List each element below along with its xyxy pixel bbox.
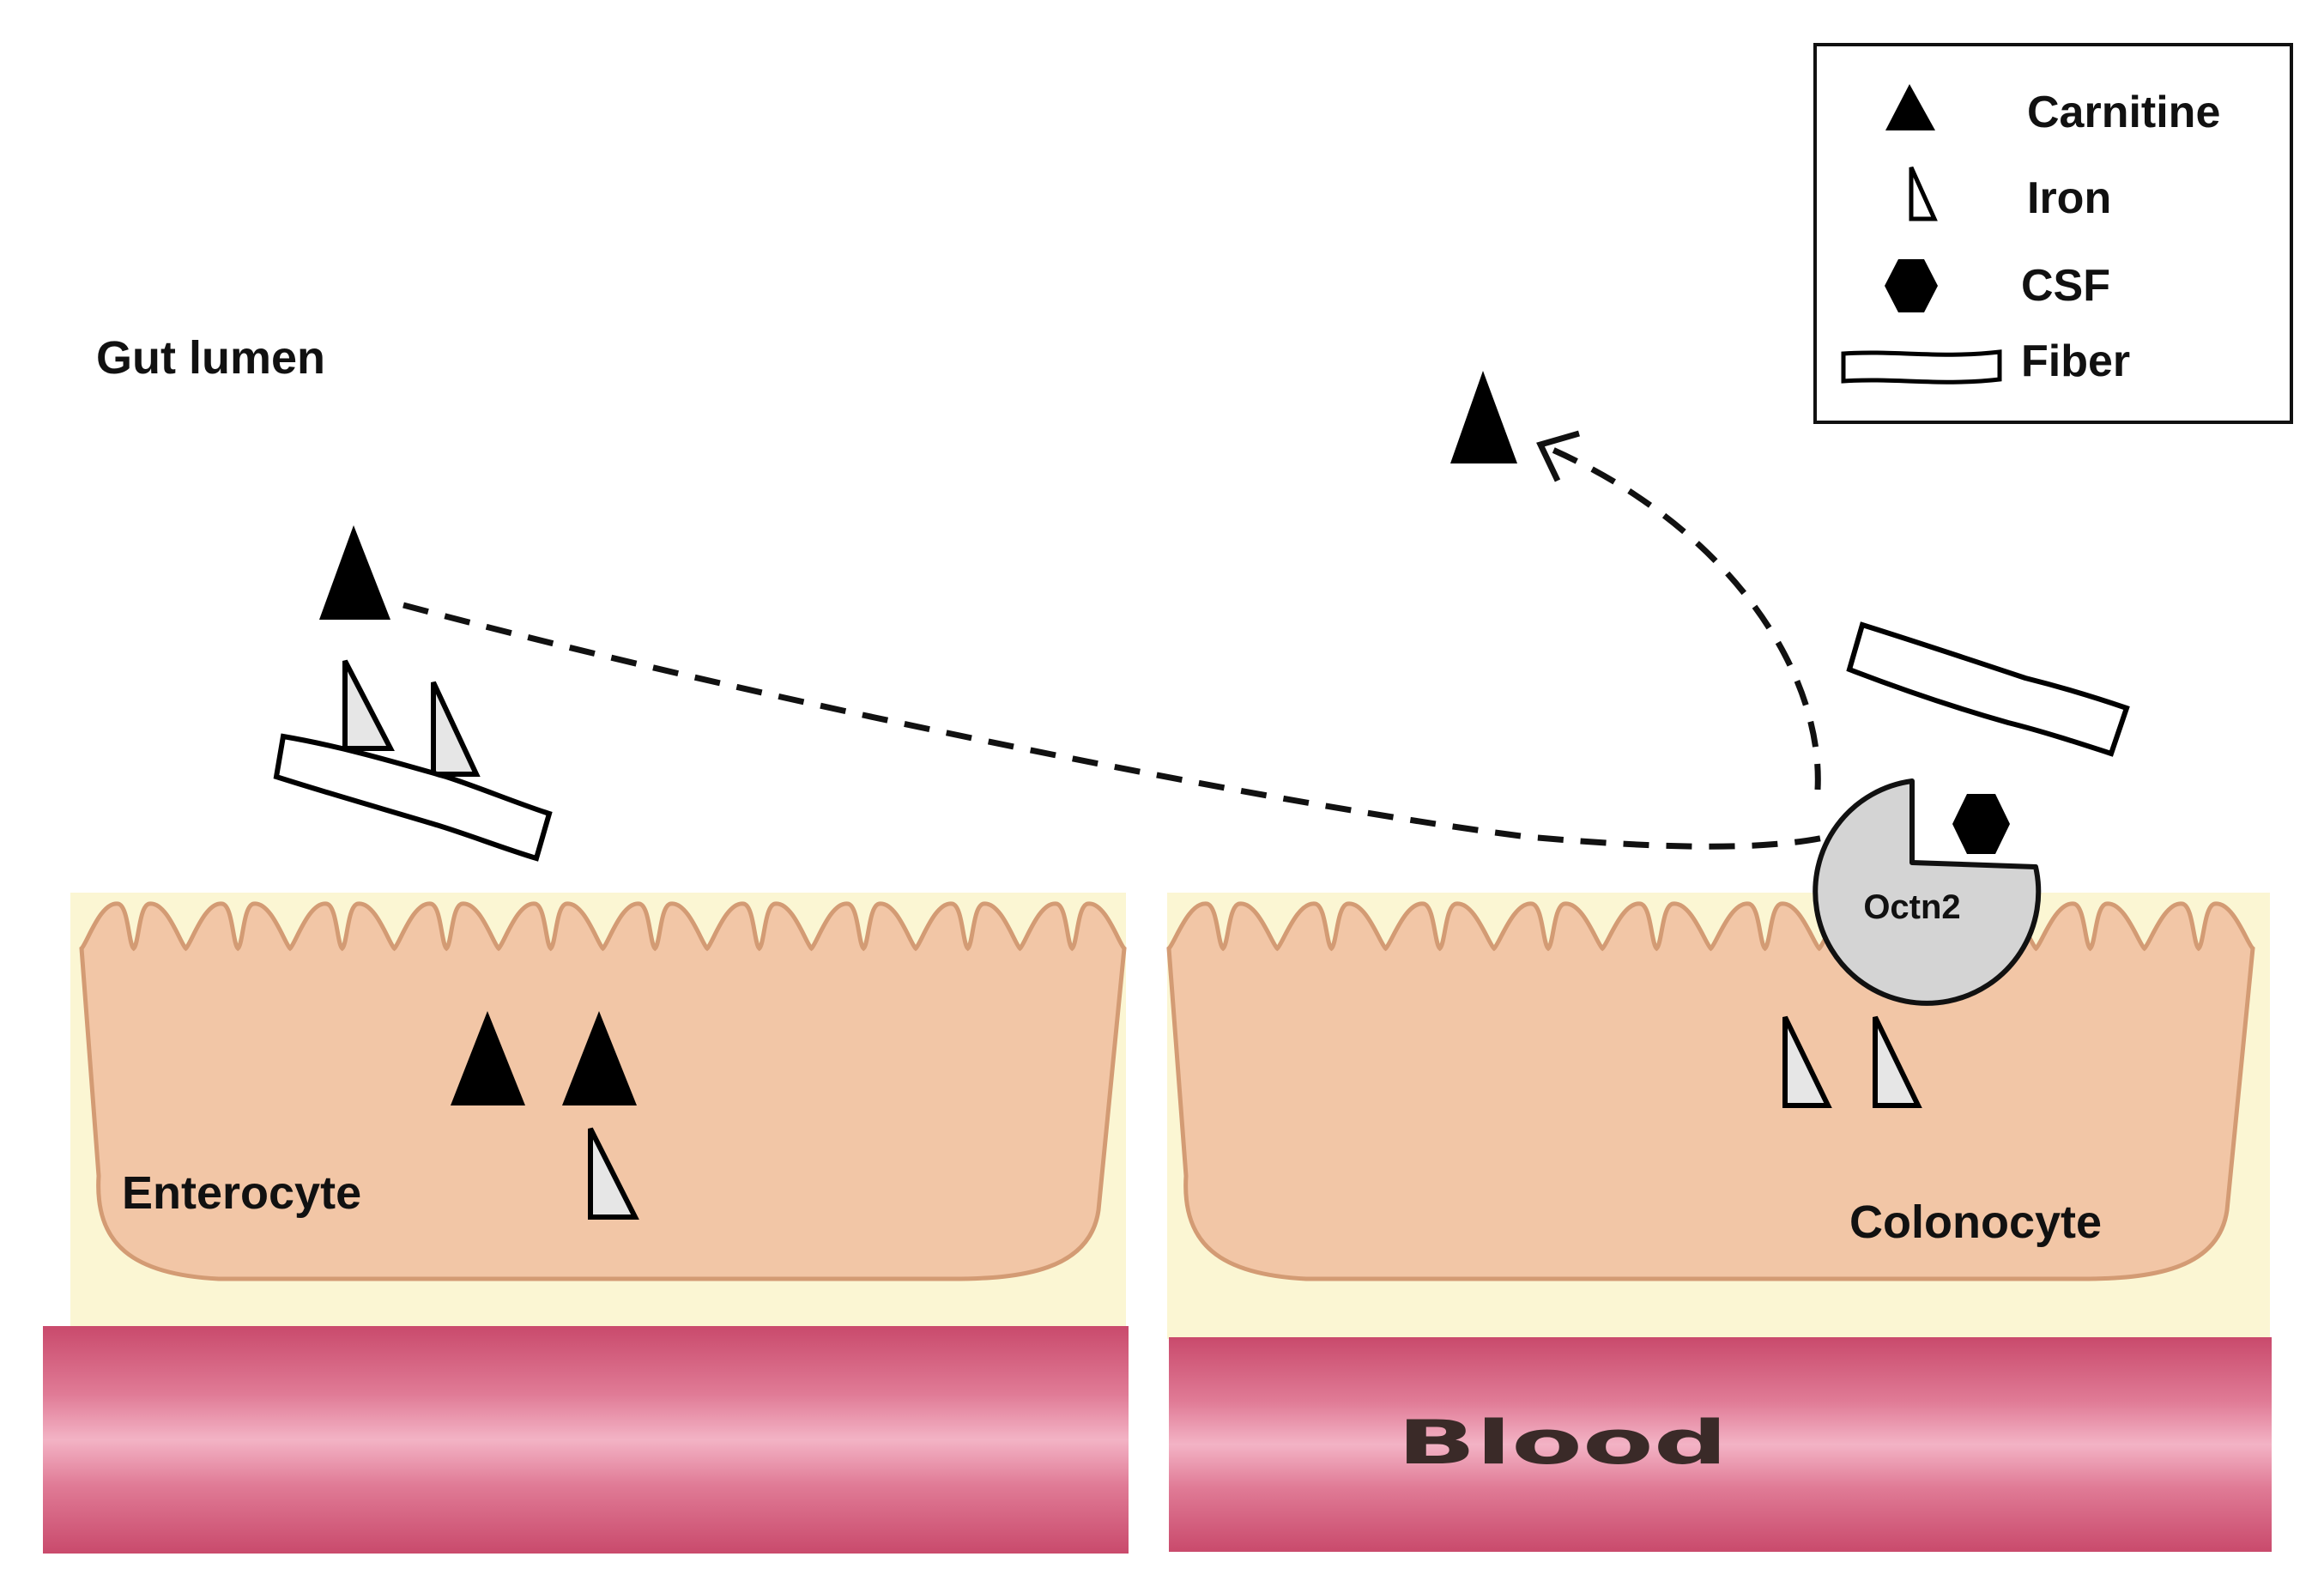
csf-hexagon (1952, 794, 2010, 854)
lumen-iron-wedge (342, 659, 395, 751)
fiber-strip-icon (1841, 349, 2002, 385)
left-blood-vessel (43, 1326, 1129, 1554)
enterocyte-carnitine-triangle (562, 1011, 637, 1105)
colonocyte-iron-wedge (1782, 1015, 1832, 1108)
enterocyte-label: Enterocyte (122, 1167, 361, 1219)
iron-wedge-icon (1909, 166, 1938, 221)
carnitine-triangle-icon (1885, 84, 1935, 130)
right-blood-vessel (1169, 1337, 2272, 1552)
lumen-carnitine-triangle (319, 525, 390, 620)
blood-label: Blood (1397, 1408, 1728, 1478)
csf-hexagon-icon (1885, 259, 1938, 312)
lumen-iron-wedge (431, 681, 481, 777)
gut-lumen-label: Gut lumen (96, 332, 325, 384)
left-fiber-strip (273, 733, 553, 862)
released-carnitine-triangle (1450, 371, 1517, 463)
legend-label-fiber: Fiber (2021, 336, 2130, 386)
legend-label-csf: CSF (2021, 261, 2110, 311)
enterocyte-iron-wedge (588, 1127, 639, 1220)
right-fiber-strip (1846, 621, 2130, 757)
legend-label-carnitine: Carnitine (2027, 88, 2220, 137)
carnitine-uptake-dashed-path (402, 602, 1829, 850)
colonocyte-label: Colonocyte (1849, 1196, 2102, 1248)
legend: Carnitine Iron CSF Fiber (1813, 43, 2293, 424)
legend-label-iron: Iron (2027, 173, 2111, 223)
colonocyte-cell (1166, 901, 2255, 1281)
octn2-transporter (1813, 778, 2042, 1006)
enterocyte-carnitine-triangle (451, 1011, 525, 1105)
colonocyte-iron-wedge (1873, 1015, 1922, 1108)
octn2-label: Octn2 (1863, 888, 1960, 926)
carnitine-efflux-dashed-path (1543, 443, 1821, 790)
efflux-arrowhead (1536, 430, 1580, 482)
